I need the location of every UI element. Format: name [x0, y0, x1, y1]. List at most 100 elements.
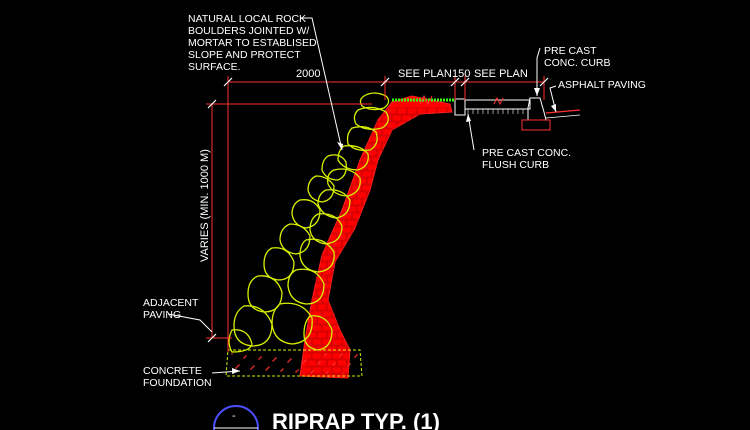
brick [416, 317, 427, 325]
brick [396, 303, 407, 311]
brick [457, 220, 466, 226]
brick [406, 135, 417, 143]
brick [446, 289, 452, 297]
brick [376, 317, 387, 325]
brick [376, 331, 387, 339]
brick [331, 296, 342, 304]
label-precast-curb-line: CONC. CURB [544, 57, 611, 69]
brick [326, 135, 337, 143]
boulder [303, 315, 333, 351]
drawing-title: RIPRAP TYP. (1) [272, 409, 440, 430]
brick [436, 303, 447, 311]
brick [381, 268, 392, 276]
hatch-dot [303, 361, 305, 363]
label-flush-curb-line: PRE CAST CONC. [482, 147, 571, 159]
brick [366, 373, 377, 378]
brick [356, 303, 367, 311]
brick [351, 338, 362, 346]
brick [426, 331, 437, 339]
brick [396, 107, 407, 115]
brick [311, 338, 322, 346]
brick [426, 289, 437, 297]
hatch-dot [243, 357, 245, 359]
brick [451, 170, 452, 178]
brick [316, 345, 327, 353]
brick [401, 240, 412, 248]
brick [331, 114, 342, 122]
brick [376, 303, 387, 311]
brick [421, 338, 432, 346]
brick [366, 345, 377, 353]
hatch-dot [334, 362, 336, 364]
brick [411, 296, 422, 304]
brick [436, 317, 447, 325]
brick [406, 177, 417, 185]
brick [351, 240, 362, 248]
brick [386, 289, 397, 297]
brick [421, 170, 432, 178]
brick [381, 184, 392, 192]
tick [539, 77, 549, 87]
arrow-head [337, 142, 343, 150]
brick [411, 212, 422, 220]
leader-precast-curb [536, 47, 541, 96]
label-asphalt: ASPHALT PAVING [558, 79, 646, 91]
brick [436, 373, 447, 378]
brick [386, 163, 397, 171]
brick [346, 135, 357, 143]
brick [446, 191, 452, 199]
brick [321, 114, 332, 122]
brick [411, 184, 422, 192]
brick [386, 107, 397, 115]
brick [371, 352, 382, 360]
brick [436, 205, 447, 213]
hatch-dot [287, 361, 289, 363]
brick [406, 359, 417, 367]
hatch-dot [296, 370, 298, 372]
brick [416, 331, 427, 339]
brick [366, 359, 377, 367]
brick [401, 212, 412, 220]
brick [441, 212, 452, 220]
brick [366, 261, 377, 269]
brick [416, 219, 427, 227]
brick [366, 219, 377, 227]
brick [341, 310, 352, 318]
brick [316, 233, 327, 241]
brick [446, 275, 452, 283]
brick [351, 282, 362, 290]
brick [336, 261, 347, 269]
hatch-dot [304, 360, 306, 362]
brick [341, 282, 352, 290]
brick [401, 352, 412, 360]
label-boulders-line: SLOPE AND PROTECT [188, 49, 301, 61]
brick [406, 303, 417, 311]
brick [336, 289, 347, 297]
brick [446, 205, 452, 213]
brick [376, 205, 387, 213]
boulder [346, 126, 378, 152]
brick [416, 233, 427, 241]
hatch-dot [258, 358, 260, 360]
brick [316, 275, 327, 283]
brick [316, 149, 327, 157]
brick [411, 338, 422, 346]
brick [401, 338, 412, 346]
hatch-dot [290, 358, 292, 360]
brick [381, 212, 392, 220]
brick [426, 303, 437, 311]
brick [351, 296, 362, 304]
brick [446, 149, 452, 157]
brick [396, 331, 407, 339]
brick [341, 254, 352, 262]
brick [426, 359, 437, 367]
brick [366, 275, 377, 283]
brick [361, 296, 372, 304]
hatch-dot [236, 366, 238, 368]
brick [301, 128, 312, 136]
brick [386, 331, 397, 339]
brick [401, 254, 412, 262]
leader-boulders [300, 17, 343, 151]
brick [396, 205, 407, 213]
brick [306, 205, 317, 213]
